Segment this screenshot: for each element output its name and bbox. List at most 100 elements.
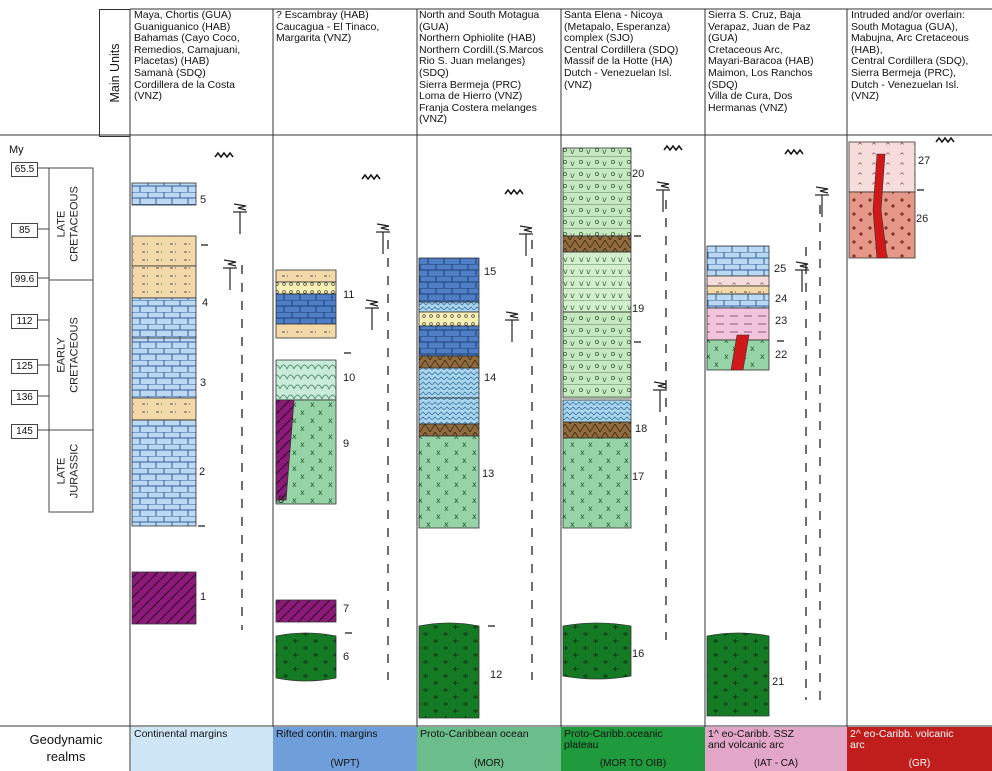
stratum-chert [418,355,480,369]
unit-number: 8 [278,494,284,506]
period-box [48,167,94,281]
realm-eo-caribb-volcanic-arc: 2^ eo-Caribb. volcanic arc (GR) [847,727,992,771]
stratum-volcaniclastic [706,275,770,287]
unconformity-symbol [504,189,524,195]
period-label: LATE [56,211,68,238]
unit-number: 16 [632,648,644,660]
stratum-sandstone [131,235,197,267]
stratum-serpentinite [275,632,337,682]
stratum-dark-limestone [418,257,480,303]
realm-name: Proto-Caribb.oceanic plateau [564,728,663,751]
stratum-limestone [131,419,197,527]
unit-list-proto-ocean: North and South Motagua (GUA) Northern O… [419,9,544,126]
stratum-plateau-basalt [562,147,632,237]
stratum-metasediment [275,599,337,623]
unit-number: 23 [775,315,787,327]
realm-proto-caribbean-ocean: Proto-Caribbean ocean (MOR) [417,727,561,771]
realm-code: (MOR TO OIB) [599,758,667,769]
geodynamic-realms-label: Geodynamic realms [29,732,103,764]
unconformity-symbol [663,145,683,151]
stratum-radiolarite [418,301,480,313]
unit-number: 21 [772,676,784,688]
stratum-serpentinite [706,632,770,717]
realm-code: (MOR) [474,758,504,769]
realm-continental-margins: Continental margins [131,727,273,771]
unit-number: 24 [775,293,787,305]
unit-number: 26 [916,213,928,225]
unit-number: 7 [343,603,349,615]
main-units-label: Main Units [108,43,122,103]
unit-number: 11 [343,289,354,301]
unit-number: 27 [918,155,930,167]
thrust-symbol [655,181,671,213]
unit-list-ssz-arc: Sierra S. Cruz, Baja Verapaz, Juan de Pa… [708,9,814,114]
stratum-intrusion [730,334,750,371]
unit-list-rifted: ? Escambray (HAB) Caucagua - El Tinaco, … [276,9,380,45]
my-unit-label: My [9,144,24,156]
period-label: JURASSIC [69,444,81,498]
main-units-header: Main Units [99,9,130,137]
age-label-145: 145 [11,424,38,439]
thrust-symbol [814,186,830,218]
age-label-125: 125 [11,359,38,374]
stratum-limestone [131,297,197,339]
thrust-symbol [364,299,380,331]
stratum-dark-limestone [418,325,480,357]
period-label: CRETACEOUS [69,317,81,393]
stratum-pillow-basalt [275,359,337,401]
age-label-65-5: 65.5 [11,162,38,177]
age-label-99-6: 99.6 [11,272,38,287]
stratum-chert [562,421,632,439]
stratum-limestone [706,293,770,309]
realm-ssz-volcanic-arc: 1^ eo-Caribb. SSZ and volcanic arc (IAT … [705,727,847,771]
stratum-tuff [418,311,480,327]
unit-list-volcanic-arc: Intruded and/or overlain: South Motagua … [851,9,969,103]
thrust-symbol [794,261,810,293]
unit-number: 5 [200,194,206,206]
age-label-136: 136 [11,390,38,405]
unit-number: 22 [775,349,787,361]
stratum-dark-limestone [275,293,337,325]
stratum-volcanic [562,251,632,313]
unit-number: 20 [632,168,644,180]
unit-number: 17 [632,471,644,483]
unit-number: 25 [774,263,786,275]
period-label: EARLY [56,337,68,373]
stratum-sandstone [131,397,197,421]
unit-number: 18 [635,423,647,435]
period-label: LATE [56,458,68,485]
unit-number: 3 [200,377,206,389]
unit-number: 15 [484,266,496,278]
unit-number: 10 [343,372,355,384]
unconformity-symbol [784,149,804,155]
unit-number: 13 [482,468,494,480]
stratum-metasediment [131,571,197,625]
realm-name: Continental margins [134,728,228,740]
stratum-basalt [418,435,480,529]
unconformity-symbol [935,137,955,143]
stratum-radiolarite [418,367,480,399]
unit-number: 12 [490,669,502,681]
thrust-symbol [652,381,668,413]
unit-number: 2 [199,466,205,478]
stratum-sandstone [275,269,337,283]
stratum-tuff [275,281,337,295]
unit-number: 19 [632,303,644,315]
stratum-radiolarite [562,399,632,423]
realm-name: 2^ eo-Caribb. volcanic arc [850,728,954,751]
stratum-radiolarite [418,397,480,425]
unconformity-symbol [214,152,234,158]
thrust-symbol [375,223,391,255]
realm-code: (WPT) [330,758,360,769]
realm-rifted-margins: Rifted contin. margins (WPT) [273,727,417,771]
unit-list-plateau: Santa Elena - Nicoya (Metapalo, Esperanz… [564,9,679,91]
realm-code: (GR) [908,758,931,769]
age-label-85: 85 [11,223,38,238]
stratum-arc-volcanic [706,307,770,341]
unit-number: 9 [343,438,349,450]
period-label: CRETACEOUS [69,186,81,262]
stratum-plateau-basalt [562,311,632,399]
stratum-chert [562,235,632,253]
